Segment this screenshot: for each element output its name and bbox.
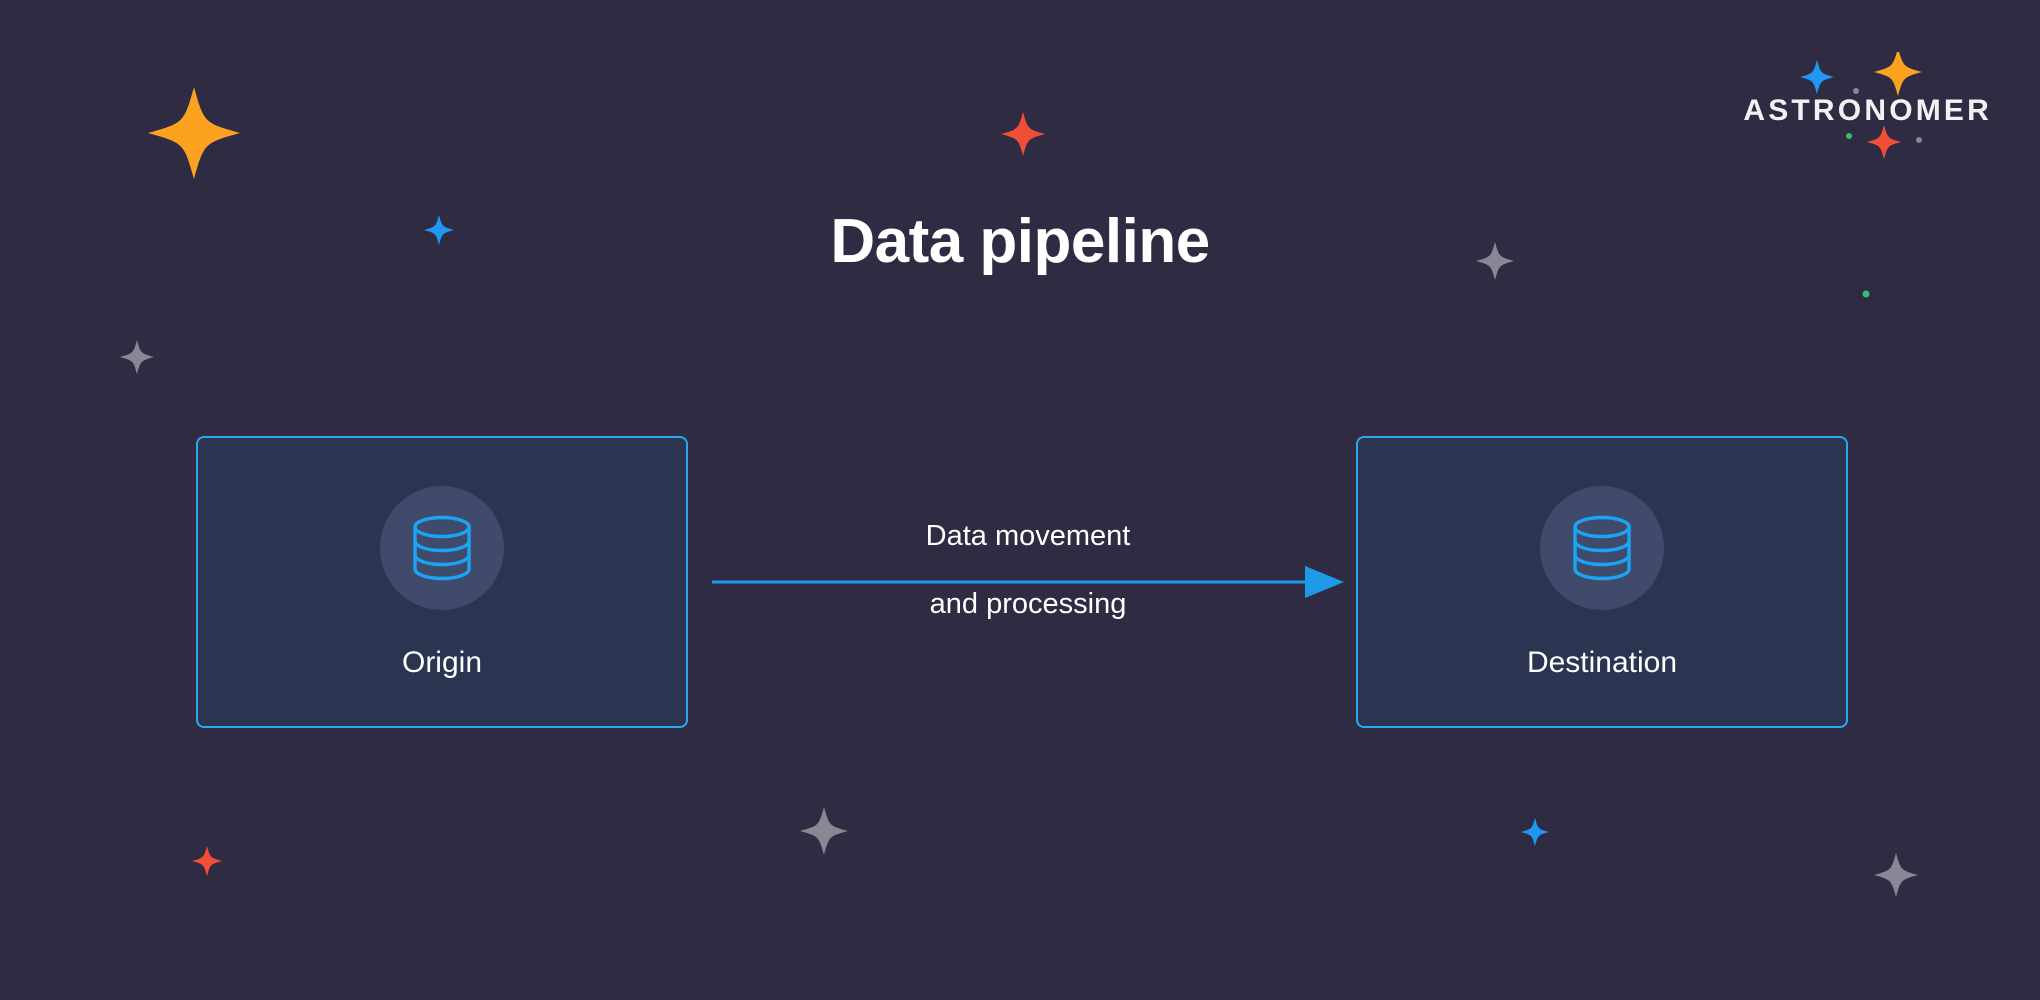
arrow-icon	[712, 566, 1344, 598]
connector-label-line-2: and processing	[929, 588, 1127, 620]
logo-star-red	[1867, 125, 1901, 159]
page-title: Data pipeline	[830, 207, 1210, 276]
astronomer-logo: ASTRONOMER	[1743, 52, 1992, 159]
star-grey-left	[120, 340, 154, 374]
destination-icon-badge	[1540, 486, 1664, 610]
node-card-destination[interactable]: Destination	[1356, 436, 1848, 728]
database-icon	[1573, 515, 1631, 581]
star-grey-bottom-far	[1874, 853, 1918, 897]
node-card-origin[interactable]: Origin	[196, 436, 688, 728]
logo-dot-grey-2	[1916, 137, 1922, 143]
astronomer-wordmark: ASTRONOMER	[1743, 94, 1992, 127]
star-grey-bottom-mid	[800, 807, 848, 855]
connector-label-line-1: Data movement	[925, 520, 1131, 552]
logo-star-orange	[1874, 52, 1922, 96]
star-red-top-center	[1001, 112, 1045, 156]
origin-label: Origin	[401, 646, 483, 679]
logo-star-blue	[1800, 60, 1834, 94]
logo-dot-green	[1846, 133, 1852, 139]
dot-green-right	[1862, 290, 1870, 298]
database-icon	[413, 515, 471, 581]
origin-icon-badge	[380, 486, 504, 610]
data-flow-connector: Data movement and processing	[700, 436, 1356, 728]
star-orange-top-left	[148, 87, 240, 179]
star-red-bottom-left	[192, 846, 222, 876]
pipeline-diagram: Origin Data movement and processing	[0, 436, 2040, 728]
star-blue-bottom-right	[1521, 818, 1549, 846]
destination-label: Destination	[1526, 646, 1678, 679]
